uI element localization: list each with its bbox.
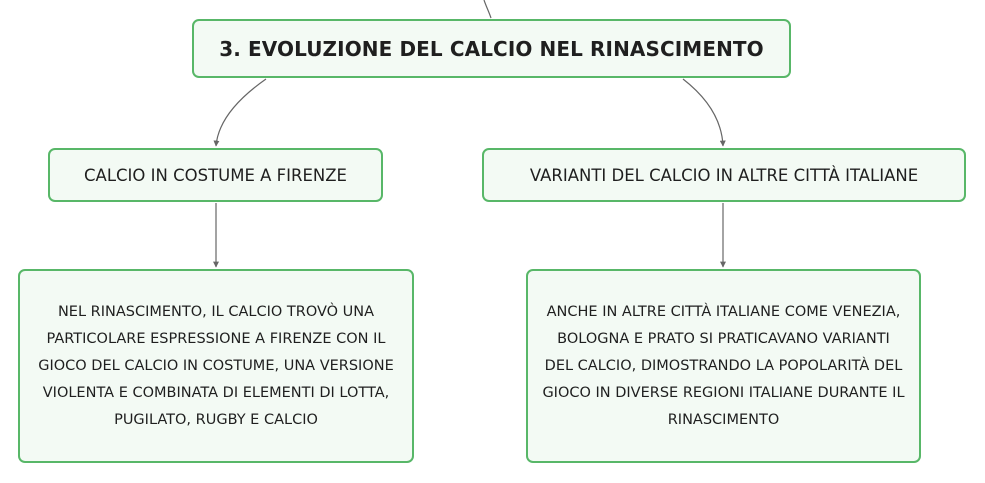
detail-text-calcio-in-costume: NEL RINASCIMENTO, IL CALCIO TROVÒ UNA PA…: [38, 303, 394, 428]
branch-node-varianti-del-calcio[interactable]: VARIANTI DEL CALCIO IN ALTRE CITTÀ ITALI…: [482, 148, 966, 202]
connector-root-to-right-branch: [682, 78, 726, 147]
detail-node-varianti-del-calcio[interactable]: ANCHE IN ALTRE CITTÀ ITALIANE COME VENEZ…: [526, 269, 921, 463]
detail-node-calcio-in-costume[interactable]: NEL RINASCIMENTO, IL CALCIO TROVÒ UNA PA…: [18, 269, 414, 463]
root-topic-node[interactable]: 3. EVOLUZIONE DEL CALCIO NEL RINASCIMENT…: [192, 19, 791, 78]
connector-root-to-left-branch: [213, 78, 267, 147]
branch-title-calcio-in-costume: CALCIO IN COSTUME A FIRENZE: [84, 165, 347, 185]
detail-text-varianti-del-calcio: ANCHE IN ALTRE CITTÀ ITALIANE COME VENEZ…: [542, 303, 905, 428]
branch-node-calcio-in-costume[interactable]: CALCIO IN COSTUME A FIRENZE: [48, 148, 383, 202]
root-topic-label: 3. EVOLUZIONE DEL CALCIO NEL RINASCIMENT…: [219, 36, 764, 61]
branch-title-varianti-del-calcio: VARIANTI DEL CALCIO IN ALTRE CITTÀ ITALI…: [529, 165, 919, 185]
connector-parent-to-root: [483, 0, 492, 19]
